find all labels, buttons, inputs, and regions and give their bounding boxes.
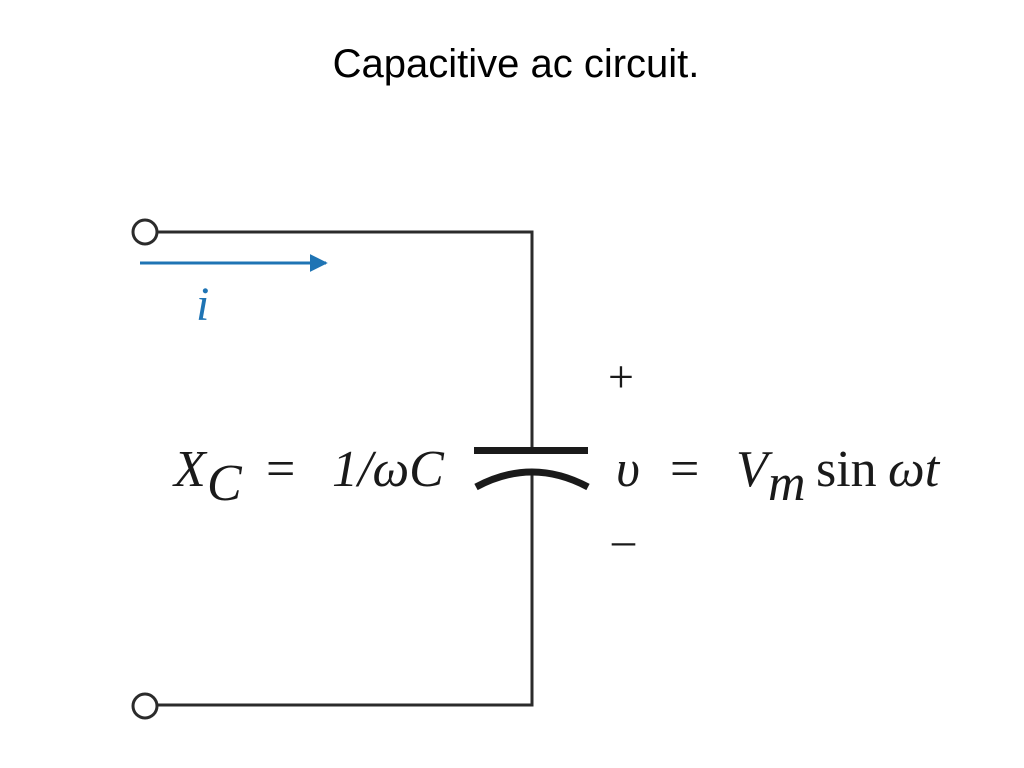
- reactance-value: 1/ωC: [332, 441, 445, 498]
- voltage-equals: =: [670, 441, 699, 498]
- bottom-wire: [158, 474, 534, 707]
- reactance-equation: X C = 1/ωC: [172, 441, 445, 512]
- top-terminal-icon: [131, 218, 159, 246]
- voltage-symbol: υ: [616, 441, 640, 498]
- bottom-terminal-icon: [131, 692, 159, 720]
- voltage-argument: ωt: [888, 441, 941, 498]
- plus-sign: +: [608, 351, 634, 402]
- minus-sign: –: [611, 514, 636, 565]
- capacitor-icon: [474, 447, 590, 491]
- current-label: i: [196, 278, 209, 331]
- top-wire: [158, 230, 534, 451]
- capacitor-flat-plate: [474, 447, 588, 454]
- voltage-amplitude: V: [736, 441, 773, 498]
- capacitor-curved-plate: [474, 468, 590, 491]
- voltage-amplitude-subscript: m: [768, 455, 806, 512]
- voltage-equation: υ = V m sin ωt: [616, 441, 941, 512]
- reactance-subscript: C: [207, 455, 243, 512]
- slide-title: Capacitive ac circuit.: [332, 42, 700, 86]
- reactance-equals: =: [266, 441, 295, 498]
- voltage-sin: sin: [816, 441, 877, 498]
- reactance-symbol: X: [172, 441, 208, 498]
